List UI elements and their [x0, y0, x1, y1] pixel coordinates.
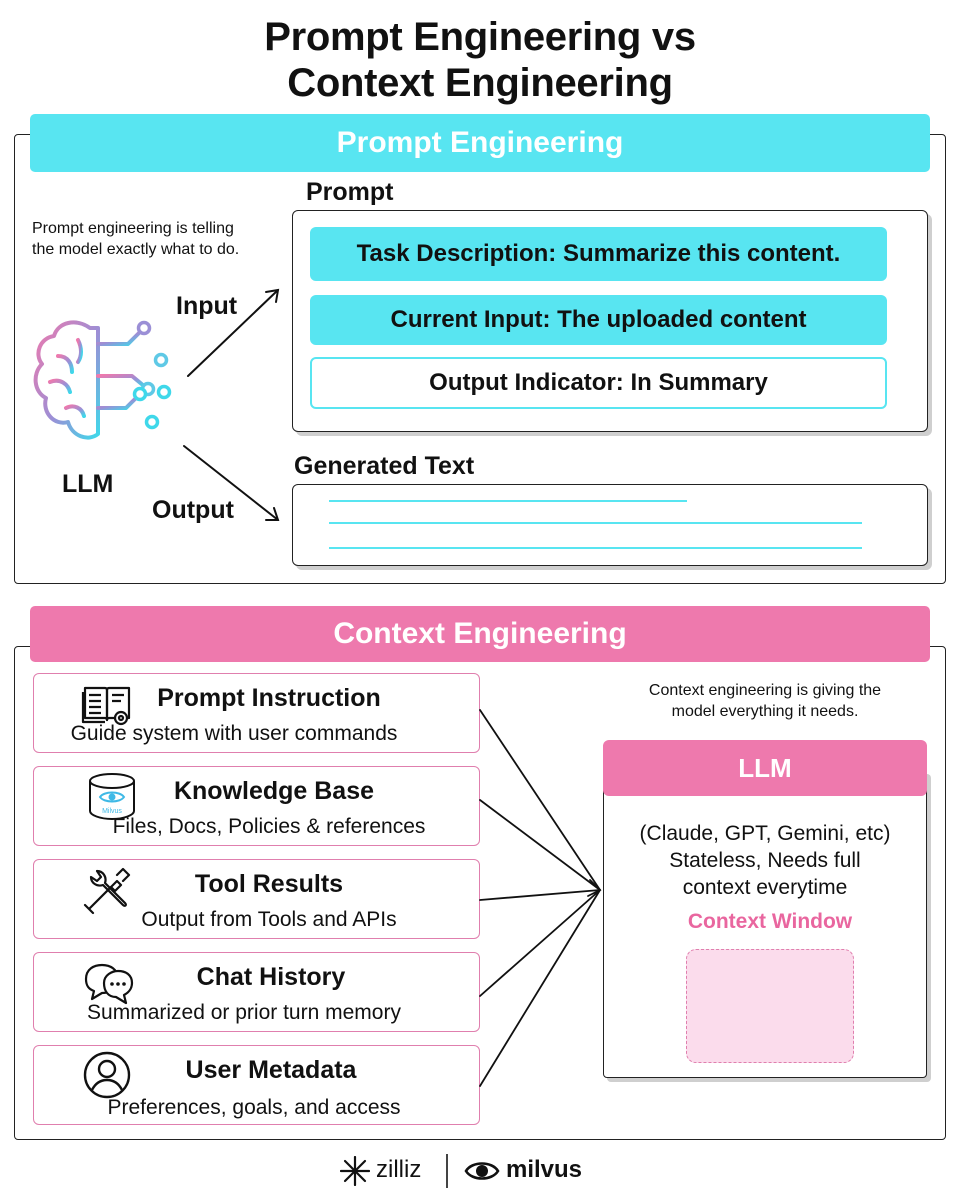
milvus-logo-icon — [464, 1162, 500, 1180]
input-output-arrows — [183, 288, 280, 521]
current-input-item: Current Input: The uploaded content — [310, 295, 887, 345]
llm-models: (Claude, GPT, Gemini, etc) — [639, 822, 891, 845]
generated-text-line — [329, 500, 687, 502]
llm-box-header: LLM — [603, 740, 927, 796]
prompt-description-line1: Prompt engineering is telling — [32, 220, 234, 237]
llm-stateless: Stateless, Needs full — [669, 849, 861, 872]
card-title: Knowledge Base — [173, 777, 375, 805]
card-title: Prompt Instruction — [157, 684, 381, 712]
page-title-line1: Prompt Engineering vs — [264, 15, 696, 59]
input-label: Input — [176, 292, 238, 320]
card-user-metadata: User Metadata Preferences, goals, and ac… — [33, 1045, 480, 1125]
generated-text-box — [292, 484, 928, 566]
task-description-item: Task Description: Summarize this content… — [310, 227, 887, 281]
card-prompt-instruction: Prompt Instruction Guide system with use… — [33, 673, 480, 753]
generated-text-heading: Generated Text — [294, 452, 475, 480]
card-title: User Metadata — [185, 1056, 357, 1084]
card-subtitle: Output from Tools and APIs — [141, 908, 397, 931]
zilliz-brand: zilliz — [376, 1156, 422, 1183]
card-tool-results: Tool Results Output from Tools and APIs — [33, 859, 480, 939]
converging-arrows — [479, 709, 602, 1087]
prompt-engineering-banner: Prompt Engineering — [30, 114, 930, 172]
milvus-brand: milvus — [506, 1156, 583, 1183]
database-icon-text: Milvus — [102, 808, 122, 815]
card-subtitle: Preferences, goals, and access — [107, 1096, 401, 1119]
footer-divider — [446, 1154, 448, 1188]
generated-text-line — [329, 547, 862, 549]
card-subtitle: Guide system with user commands — [70, 722, 398, 745]
prompt-description-line2: the model exactly what to do. — [32, 241, 240, 258]
card-title: Chat History — [196, 963, 346, 991]
llm-box-details: (Claude, GPT, Gemini, etc) Stateless, Ne… — [603, 820, 927, 901]
prompt-heading: Prompt — [306, 178, 394, 206]
generated-text-line — [329, 522, 862, 524]
context-engineering-banner: Context Engineering — [30, 606, 930, 662]
brain-circuit-icon — [33, 320, 172, 440]
card-title: Tool Results — [194, 870, 344, 898]
context-description-line1: Context engineering is giving the — [648, 682, 882, 699]
output-indicator-item: Output Indicator: In Summary — [310, 357, 887, 409]
context-description-line2: model everything it needs. — [671, 703, 859, 720]
card-subtitle: Summarized or prior turn memory — [87, 1001, 401, 1024]
context-window-label: Context Window — [687, 910, 853, 933]
context-description: Context engineering is giving the model … — [590, 680, 940, 722]
database-icon: Milvus — [89, 773, 135, 821]
prompt-description: Prompt engineering is telling the model … — [32, 218, 292, 260]
card-chat-history: Chat History Summarized or prior turn me… — [33, 952, 480, 1032]
book-gear-icon — [81, 686, 131, 726]
user-icon — [83, 1051, 131, 1099]
output-label: Output — [152, 496, 234, 524]
tools-icon — [83, 867, 131, 915]
card-knowledge-base: Milvus Knowledge Base Files, Docs, Polic… — [33, 766, 480, 846]
context-window-box — [686, 949, 854, 1063]
page-title-line2: Context Engineering — [287, 61, 673, 105]
chat-bubbles-icon — [84, 963, 134, 1005]
zilliz-logo-icon — [340, 1156, 370, 1186]
llm-context-need: context everytime — [682, 876, 848, 899]
card-subtitle: Files, Docs, Policies & references — [112, 815, 426, 838]
llm-label: LLM — [62, 470, 114, 498]
